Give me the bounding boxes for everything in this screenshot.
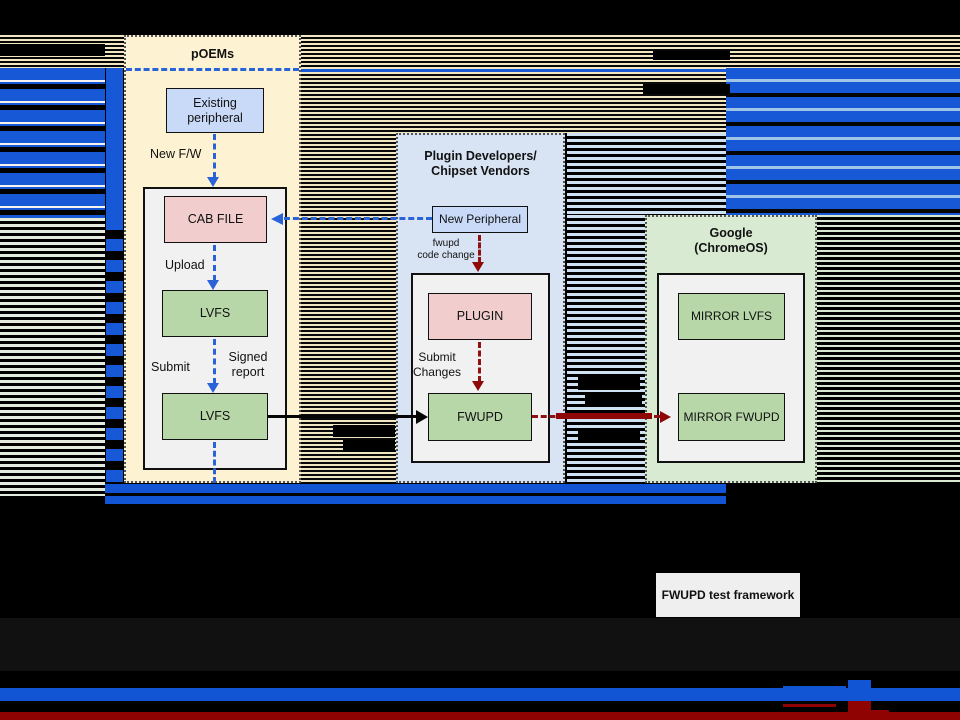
node-fwupd: FWUPD (428, 393, 532, 441)
label-submit-changes-line1: Submit (418, 350, 456, 364)
node-existing-peripheral: Existing peripheral (166, 88, 264, 133)
node-plugin-label: PLUGIN (456, 309, 504, 323)
label-fwupd-code-change-line1: fwupd (432, 238, 460, 249)
arrow-lvfs-down-tail (213, 442, 216, 483)
node-fwupd-label: FWUPD (457, 409, 503, 424)
arrow-cab-to-lvfs (213, 245, 216, 281)
node-lvfs-upper: LVFS (162, 290, 268, 337)
glitch-blue-stripes-right (726, 68, 960, 215)
glitch-dark-band (0, 618, 960, 671)
node-new-peripheral-label: New Peripheral (438, 212, 522, 226)
panel-plugin-title-line1: Plugin Developers/ (424, 149, 537, 163)
glitch-blue-column-blocks (106, 218, 123, 490)
label-signed-report: Signed report (222, 350, 274, 380)
glitch-stripes-green-left (0, 218, 105, 496)
label-upload: Upload (165, 258, 205, 272)
arrowhead-down-icon (207, 177, 219, 187)
label-fwupd-code-change-line2: code change (417, 250, 475, 261)
label-submit-changes-line2: Changes (412, 365, 462, 379)
node-cab-file: CAB FILE (164, 196, 267, 243)
glitch-black-band (0, 44, 105, 56)
arrowhead-down-icon (207, 383, 219, 393)
arrow-plugin-to-fwupd (478, 342, 481, 382)
label-new-fw: New F/W (150, 147, 202, 161)
arrow-newperipheral-to-cab (284, 217, 432, 220)
glitch-stripes-green-right (817, 215, 960, 483)
arrowhead-left-icon (271, 213, 283, 225)
label-signed-report-line1: Signed (228, 350, 268, 364)
arrowhead-right-icon (660, 411, 671, 423)
arrow-existing-to-cab (213, 134, 216, 178)
arrow-lvfs-to-fwupd (268, 415, 418, 418)
label-submit: Submit (151, 360, 190, 374)
panel-plugin-title-line2: Chipset Vendors (431, 164, 530, 178)
node-mirror-fwupd: MIRROR FWUPD (678, 393, 785, 441)
arrowhead-right-icon (416, 410, 428, 424)
glitch-stripes-lightblue-upper (567, 133, 726, 215)
node-existing-peripheral-label2: peripheral (187, 110, 243, 125)
node-fwupd-test-framework-label: FWUPD test framework (661, 587, 795, 602)
glitch-blue-thin-line (783, 686, 846, 689)
label-fwupd-code-change: fwupd code change (404, 238, 488, 262)
node-existing-peripheral-label1: Existing (193, 95, 237, 110)
glitch-blue-bar (105, 496, 726, 504)
glitch-red-bottom-bar (0, 712, 960, 720)
arrowhead-down-icon (472, 381, 484, 391)
panel-google-title: Google (ChromeOS) (647, 226, 815, 256)
panel-google-title-line1: Google (709, 226, 753, 240)
node-plugin: PLUGIN (428, 293, 532, 340)
glitch-black-blob (643, 84, 730, 94)
arrow-newperipheral-to-plugin (478, 235, 481, 263)
node-fwupd-test-framework: FWUPD test framework (656, 573, 800, 617)
glitch-black-blob (578, 430, 640, 443)
node-mirror-fwupd-label: MIRROR FWUPD (683, 409, 780, 424)
node-lvfs-lower-label: LVFS (199, 409, 231, 423)
node-lvfs-upper-label: LVFS (199, 306, 231, 320)
label-submit-changes: Submit Changes (404, 350, 470, 380)
arrow-fwupd-solid-segment (556, 413, 652, 419)
node-mirror-lvfs-label: MIRROR LVFS (690, 309, 773, 323)
node-new-peripheral: New Peripheral (432, 206, 528, 233)
glitch-blue-bottom-bar (0, 688, 960, 701)
glitch-stripes-tan-mid (301, 68, 396, 483)
panel-plugin-title: Plugin Developers/ Chipset Vendors (398, 149, 563, 179)
glitch-stripes-tan-upper-mid (396, 68, 726, 133)
glitch-blue-hline (301, 69, 960, 72)
panel-poems-title: pOEMs (190, 47, 235, 61)
glitch-red-thin-line (783, 704, 836, 707)
glitch-black-blob (585, 392, 642, 405)
glitch-blue-bar (105, 484, 726, 493)
node-mirror-lvfs: MIRROR LVFS (678, 293, 785, 340)
glitch-black-blob (343, 440, 395, 452)
arrow-lvfs-to-lvfs (213, 339, 216, 384)
node-lvfs-lower: LVFS (162, 393, 268, 440)
panel-google-title-line2: (ChromeOS) (694, 241, 768, 255)
label-signed-report-line2: report (231, 365, 265, 379)
glitch-blue-block-left (0, 68, 105, 218)
glitch-black-blob (578, 377, 640, 390)
glitch-black-blob (333, 425, 395, 437)
glitch-blue-column (106, 68, 123, 218)
glitch-black-blob (653, 51, 730, 60)
poems-dashed-divider (126, 68, 299, 71)
arrowhead-down-icon (472, 262, 484, 272)
node-cab-file-label: CAB FILE (187, 212, 244, 226)
arrowhead-down-icon (207, 280, 219, 290)
